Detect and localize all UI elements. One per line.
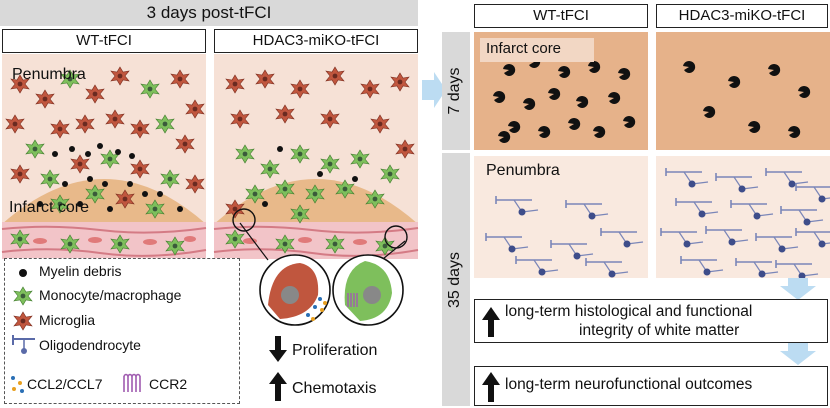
zoom-circle-monocyte [332,254,404,326]
legend-microglia: Microglia [39,312,96,328]
myelin-debris-icon [19,269,27,277]
wt-label-box: WT-tFCI [2,29,206,53]
down-flow-arrow-2-icon [780,343,816,365]
left-header-bar [0,0,418,26]
wt-penumbra-label: Penumbra [12,66,86,83]
outcome-box-2: long-term neurofunctional outcomes [474,366,828,406]
day7-side-bar [442,32,470,150]
right-wt-label-box: WT-tFCI [474,4,648,28]
wt-label: WT-tFCI [76,32,132,49]
down-flow-arrow-1-icon [780,278,816,300]
outcome-2-text: long-term neurofunctional outcomes [505,376,753,393]
outcome-1-line-2: integrity of white matter [579,322,740,339]
ko-label-box: HDAC3-miKO-tFCI [214,29,418,53]
right-penumbra-label: Penumbra [486,162,560,179]
day7-label: 7 days [446,67,463,115]
day35-side-bar [442,153,470,406]
wt-panel [1,54,207,259]
ko-day7-panel [656,32,830,150]
left-header-title: 3 days post-tFCI [146,3,272,22]
outcome-2-up-arrow-icon [482,372,500,402]
ccr2-icon [123,373,141,392]
ccl-dots-icon [11,376,24,393]
legend-ccr2: CCR2 [149,376,188,392]
chemotaxis-label: Chemotaxis [292,380,377,397]
legend-monocyte: Monocyte/macrophage [39,287,182,303]
oligodendrocyte-icon [12,335,35,354]
microglia-icon [13,311,33,331]
wt-infarct-label: Infarct core [9,199,90,216]
outcome-box-1: long-term histological and functional in… [474,299,828,343]
right-ko-label: HDAC3-miKO-tFCI [678,7,806,24]
left-panels-illustration [1,54,419,259]
effect-arrows [269,336,287,401]
legend-ccl: CCL2/CCL7 [27,376,103,392]
legend-myelin: Myelin debris [39,263,122,279]
right-panels-illustration [474,32,830,281]
monocyte-icon [13,286,33,306]
right-infarct-label: Infarct core [486,40,562,57]
down-arrow-icon [269,336,287,362]
right-ko-label-box: HDAC3-miKO-tFCI [656,4,828,28]
right-infarct-label-box: Infarct core [480,38,594,62]
ko-label: HDAC3-miKO-tFCI [252,32,380,49]
right-wt-label: WT-tFCI [533,7,589,24]
outcome-1-up-arrow-icon [482,307,500,337]
transition-arrow-icon [422,72,446,108]
day35-label: 35 days [446,251,463,309]
legend-oligo: Oligodendrocyte [39,337,141,353]
legend-box: Myelin debris Monocyte/macrophage Microg… [4,258,240,404]
up-arrow-icon [269,372,287,401]
proliferation-label: Proliferation [292,342,378,359]
zoom-insets [239,222,406,326]
ko-day35-panel [656,156,830,281]
outcome-1-line-1: long-term histological and functional [505,303,753,320]
zoom-circle-microglia [259,254,331,326]
wt-day35-panel [474,156,648,279]
legend-icons [11,269,35,393]
ko-panel [213,54,419,259]
